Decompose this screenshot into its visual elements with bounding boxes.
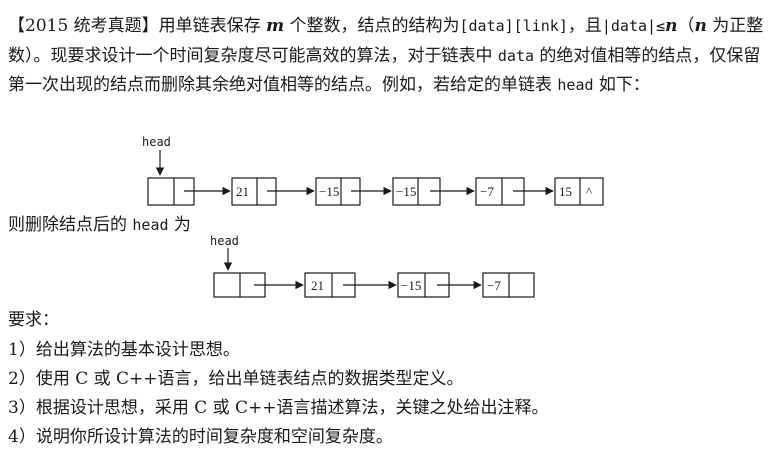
- list1-value: −15: [319, 184, 339, 199]
- list1-value: −7: [480, 184, 494, 199]
- var-n: n: [665, 16, 678, 36]
- result-intro: 则删除结点后的 head 为: [8, 215, 191, 235]
- list2-node: −15: [397, 272, 450, 298]
- list1-head-label: head: [142, 135, 171, 149]
- list1-value: 15: [559, 184, 572, 199]
- var-m: m: [266, 16, 285, 36]
- list1-tail-node: 15 ^: [554, 177, 604, 206]
- list1-value: 21: [236, 184, 249, 199]
- problem-statement: 【2015 统考真题】用单链表保存 m 个整数，结点的结构为[data][lin…: [8, 16, 764, 95]
- exam-tag: 【2015 统考真题】: [8, 16, 159, 36]
- node-structure: [data][link]: [459, 17, 568, 35]
- abs-constraint: |data|≤: [601, 17, 666, 35]
- requirement-item: 2）使用 C 或 C++语言，给出单链表结点的数据类型定义。: [8, 369, 464, 389]
- requirement-item: 3）根据设计思想，采用 C 或 C++语言描述算法，关键之处给出注释。: [8, 398, 549, 418]
- list2-value: −15: [401, 278, 421, 293]
- list2-value: 21: [311, 278, 324, 293]
- list2-head-label: head: [210, 234, 239, 248]
- null-pointer-symbol: ^: [586, 184, 592, 199]
- requirement-item: 4）说明你所设计算法的时间复杂度和空间复杂度。: [8, 427, 393, 447]
- requirements-title: 要求：: [8, 310, 59, 330]
- requirement-item: 1）给出算法的基本设计思想。: [8, 340, 240, 360]
- list1-value: −15: [396, 184, 416, 199]
- list2-value: −7: [487, 278, 501, 293]
- list2-node: −7: [482, 272, 535, 298]
